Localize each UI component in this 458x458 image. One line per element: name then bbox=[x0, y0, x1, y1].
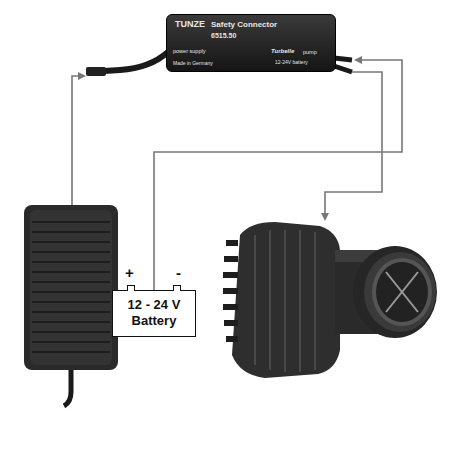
power-line bbox=[72, 76, 80, 205]
port-label: pump bbox=[303, 49, 317, 55]
pump-line bbox=[325, 72, 382, 214]
device-name: Safety Connector bbox=[211, 21, 277, 30]
port-label: Turbelle bbox=[271, 48, 294, 55]
pump-cable bbox=[334, 66, 352, 72]
battery-box: +-12 - 24 V Battery bbox=[112, 290, 196, 337]
battery-terminal bbox=[127, 285, 135, 291]
power-supply bbox=[24, 205, 118, 406]
arrowhead bbox=[321, 213, 329, 221]
pump bbox=[223, 222, 437, 378]
port-label: power supply bbox=[173, 48, 205, 54]
terminal-sign: - bbox=[176, 265, 181, 282]
battery-terminal bbox=[173, 285, 181, 291]
terminal-sign: + bbox=[125, 265, 134, 282]
plug bbox=[86, 67, 106, 76]
port-label: 12-24V battery bbox=[275, 60, 308, 66]
connector bbox=[154, 56, 402, 290]
battery-label: 12 - 24 V Battery bbox=[113, 291, 195, 336]
brand-logo: TUNZE bbox=[175, 20, 205, 30]
origin-note: Made in Germany bbox=[173, 61, 213, 67]
battery-cable bbox=[334, 58, 352, 60]
safety-connector: TUNZE Safety Connector 6515.50 power supply… bbox=[166, 14, 336, 72]
part-number: 6515.50 bbox=[211, 32, 236, 40]
arrowhead bbox=[78, 72, 86, 80]
